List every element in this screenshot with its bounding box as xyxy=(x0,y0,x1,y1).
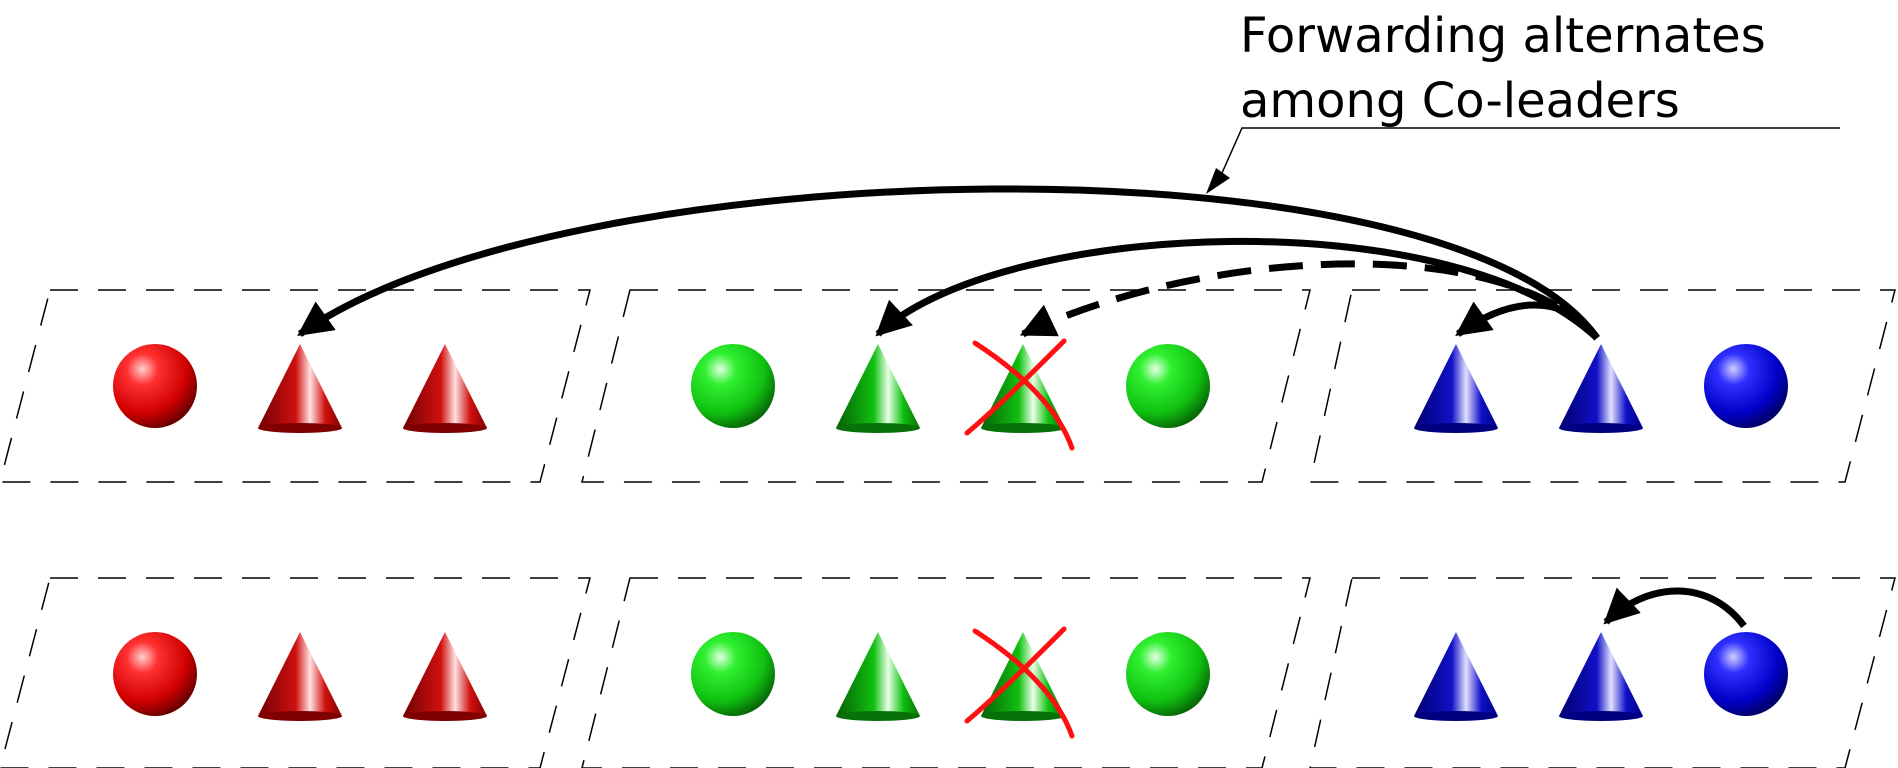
node-sphere xyxy=(113,632,197,716)
node-cone xyxy=(1414,632,1498,721)
annotation-line-1: Forwarding alternates xyxy=(1240,8,1766,64)
bottom-row xyxy=(0,577,1896,768)
forward-arrow-to-red-coleader xyxy=(297,185,1600,341)
annotation-line-2: among Co-leaders xyxy=(1240,73,1680,129)
group-box-red xyxy=(0,577,591,768)
group-box-blue xyxy=(1309,289,1896,483)
group-box-blue xyxy=(1309,577,1896,768)
group-box-green xyxy=(581,289,1311,483)
node-sphere xyxy=(1704,344,1788,428)
group-box-red xyxy=(0,289,591,483)
annotation-pointer-arrowhead xyxy=(1206,168,1230,194)
node-cone-source xyxy=(1559,344,1643,433)
failure-x-mark xyxy=(972,628,1075,739)
forward-arrow-to-failed-node-dashed xyxy=(1019,260,1600,341)
node-sphere xyxy=(1126,344,1210,428)
failure-x-mark xyxy=(964,626,1067,724)
group-box-green xyxy=(581,577,1311,768)
node-cone xyxy=(1414,344,1498,433)
node-sphere-source xyxy=(1704,632,1788,716)
forward-arrow-to-blue-coleader xyxy=(1455,301,1600,341)
node-sphere xyxy=(691,344,775,428)
node-cone-failed xyxy=(964,338,1075,451)
failure-x-mark xyxy=(964,338,1067,436)
node-cone xyxy=(258,344,342,433)
node-cone xyxy=(1559,632,1643,721)
annotation-leader-line xyxy=(1217,127,1840,183)
forward-arrow-sphere-to-coleader xyxy=(1603,587,1747,629)
failure-x-mark xyxy=(972,340,1075,451)
node-cone xyxy=(258,632,342,721)
node-sphere xyxy=(691,632,775,716)
node-cone-failed xyxy=(964,626,1075,739)
top-row xyxy=(0,185,1896,483)
node-cone xyxy=(403,632,487,721)
node-cone xyxy=(403,344,487,433)
node-sphere xyxy=(113,344,197,428)
node-cone xyxy=(836,344,920,433)
forward-arrow-to-green-coleader xyxy=(875,237,1600,341)
node-cone xyxy=(836,632,920,721)
node-sphere xyxy=(1126,632,1210,716)
